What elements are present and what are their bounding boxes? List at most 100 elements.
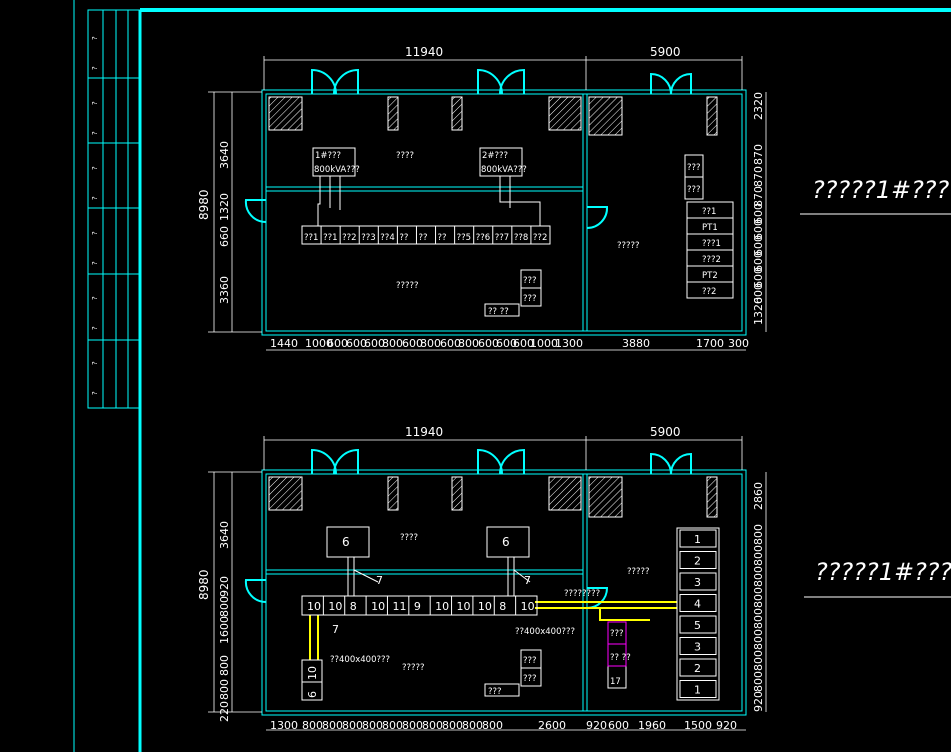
dim-bottom: 800: [382, 337, 403, 350]
dim-bottom: 800: [402, 719, 423, 732]
transformer-number: 6: [502, 535, 510, 549]
dim-right: 600: [752, 283, 765, 304]
room-label: ?????: [617, 241, 640, 251]
title-block-item: ?: [91, 296, 99, 300]
dim-top: 5900: [650, 45, 681, 59]
title-block-item: ?: [91, 196, 99, 200]
small-label: ?? ??: [488, 307, 509, 317]
panel-number: 10: [328, 600, 342, 613]
dim-bottom: 600: [364, 337, 385, 350]
plan2-trunking: [309, 601, 677, 660]
dim-bottom: 600: [327, 337, 348, 350]
plan2-walls: [261, 469, 747, 716]
panel-label: ??4: [380, 233, 394, 243]
panel-label: ??3: [361, 233, 375, 243]
right-panel-label: ??1: [702, 207, 716, 217]
transformer-label: 800kVA???: [481, 165, 527, 175]
title-block-item: ?: [91, 131, 99, 135]
plan2-dim-lines: [208, 436, 767, 731]
right-panel-label: ??2: [702, 287, 716, 297]
dim-right: 800: [752, 629, 765, 650]
plan1-doors: [244, 68, 692, 230]
panel-number: 10: [307, 600, 321, 613]
dim-bottom: 1440: [270, 337, 298, 350]
dim-bottom: 1960: [638, 719, 666, 732]
dim-bottom: 600: [608, 719, 629, 732]
dim-right: 800: [752, 524, 765, 545]
dim-right: 600: [752, 203, 765, 224]
drawing-frame: [73, 0, 951, 752]
dim-right: 920: [752, 691, 765, 712]
cabinet-number: 6: [306, 691, 319, 698]
dim-right: 870: [752, 166, 765, 187]
callout: 7: [376, 574, 383, 587]
dim-bottom: 3880: [622, 337, 650, 350]
panel-label: ??1: [323, 233, 337, 243]
dim-right: 800: [752, 587, 765, 608]
right-panel-label: ???2: [702, 255, 721, 265]
dim-right: 1320: [752, 297, 765, 325]
panel-label: ??: [438, 233, 447, 243]
right-panel-number: 3: [694, 641, 701, 654]
plan1: ??1??1??2??3??4????????5??6??7??8??2 ??1…: [197, 45, 767, 351]
plan1-columns: [268, 96, 718, 136]
panel-label: ??7: [495, 233, 509, 243]
dim-bottom: 600: [402, 337, 423, 350]
right-panel-number: 1: [694, 533, 701, 546]
dim-left: 800: [218, 655, 231, 676]
room-label: ?????: [627, 567, 650, 577]
panel-label: ??1: [304, 233, 318, 243]
plan1-small-boxes: [484, 154, 704, 317]
dim-left: 3360: [218, 276, 231, 304]
title-block-item: ?: [91, 391, 99, 395]
dim-bottom: 800: [442, 719, 463, 732]
dim-bottom: 800: [458, 337, 479, 350]
cabinet-number: 10: [306, 666, 319, 680]
panel-number: 8: [499, 600, 506, 613]
small-label: ???: [610, 629, 624, 639]
dim-right: 870: [752, 186, 765, 207]
transformer-label: 2#???: [482, 151, 508, 161]
trunk-label: ??400x400???: [515, 627, 575, 637]
dim-bottom: 800: [462, 719, 483, 732]
plan2-transformers: [326, 526, 531, 596]
plan2-small-boxes: [301, 621, 627, 701]
dim-left: 1600: [218, 616, 231, 644]
title-block-item: ?: [91, 36, 99, 40]
transformer-label: 1#???: [315, 151, 341, 161]
small-label: ???: [687, 163, 701, 173]
dim-bottom: 300: [728, 337, 749, 350]
dim-left: 800: [218, 596, 231, 617]
dim-bottom: 920: [716, 719, 737, 732]
dim-bottom: 600: [513, 337, 534, 350]
small-label: ???: [687, 185, 701, 195]
transformer-number: 6: [342, 535, 350, 549]
small-label: ???: [523, 674, 537, 684]
room-label: ?????: [396, 281, 419, 291]
room-label: ?????: [402, 663, 425, 673]
trunk-label: ????????: [564, 589, 600, 599]
dim-bottom: 1300: [555, 337, 583, 350]
dim-bottom: 800: [420, 337, 441, 350]
dim-left: 3640: [218, 141, 231, 169]
room-label: ????: [400, 533, 418, 543]
panel-label: ??8: [514, 233, 528, 243]
dim-top: 11940: [405, 45, 443, 59]
dim-left: 1320: [218, 193, 231, 221]
right-panel-number: 2: [694, 555, 701, 568]
dim-left: 660: [218, 226, 231, 247]
dim-right: 600: [752, 251, 765, 272]
plan1-title: ?????1#???: [812, 176, 950, 204]
plan2-title: ?????1#???: [815, 558, 951, 586]
small-label: ???: [523, 294, 537, 304]
small-label: ???: [488, 687, 502, 697]
title-block-item: ?: [91, 231, 99, 235]
panel-number: 9: [414, 600, 421, 613]
dim-left: 920: [218, 576, 231, 597]
